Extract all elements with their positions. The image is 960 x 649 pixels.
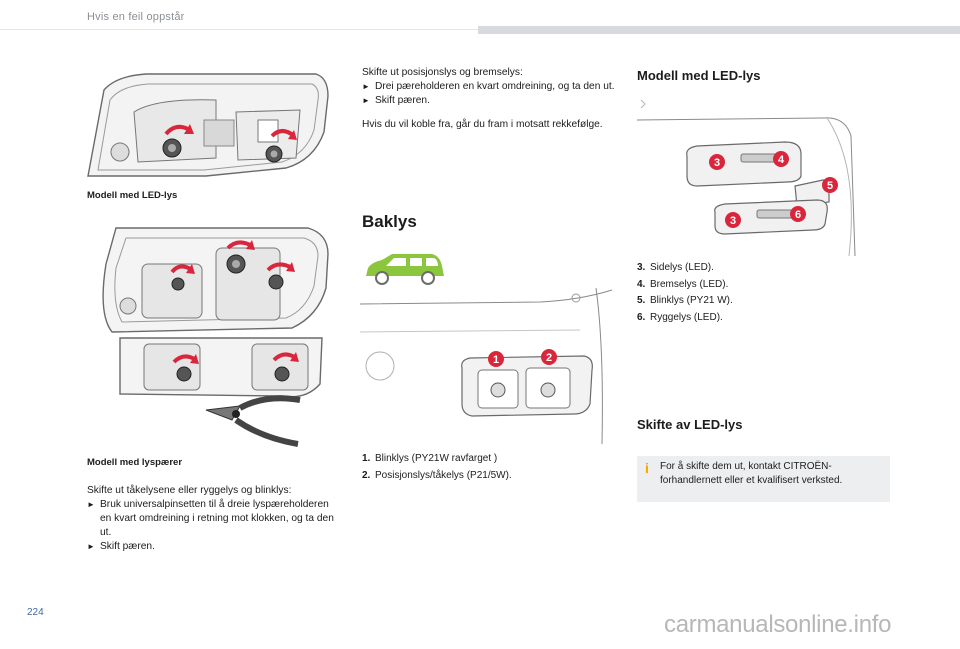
list-item: 6. Ryggelys (LED). <box>637 310 887 327</box>
list-item: 2. Posisjonslys/tåkelys (P21/5W). <box>362 468 612 485</box>
list-number: 4. <box>637 278 646 290</box>
heading-skifte-led: Skifte av LED-lys <box>637 417 743 432</box>
middle-step-2-text: Skift pæren. <box>375 95 430 106</box>
header-bar <box>478 26 960 34</box>
middle-step-1-text: Drei pæreholderen en kvart omdreining, o… <box>375 81 615 92</box>
list-number: 5. <box>637 295 646 306</box>
list-text: Ryggelys (LED). <box>650 311 723 323</box>
marker-badge-4: 4 <box>773 151 789 167</box>
left-step-2-text: Skift pæren. <box>100 541 155 552</box>
marker-label: 1 <box>493 354 499 366</box>
list-number: 1. <box>362 453 371 464</box>
marker-label: 6 <box>795 209 801 221</box>
info-text: For å skifte dem ut, kontakt CITROËN-for… <box>660 461 843 486</box>
middle-step-1: ► Drei pæreholderen en kvart omdreining,… <box>362 80 617 94</box>
middle-legend-list: 1. Blinklys (PY21W ravfarget ) 2. Posisj… <box>362 451 612 484</box>
left-step-1-text: Bruk universalpinsetten til å dreie lysp… <box>100 499 334 538</box>
left-step-2: ► Skift pæren. <box>87 540 342 554</box>
list-number: 6. <box>637 311 646 323</box>
bulb-tail-lamp-figure <box>86 224 331 452</box>
list-item: 4. Bremselys (LED). <box>637 277 887 294</box>
marker-badge-1: 1 <box>488 351 504 367</box>
list-item: 1. Blinklys (PY21W ravfarget ) <box>362 451 612 468</box>
marker-label: 3 <box>730 215 736 227</box>
marker-label: 2 <box>546 352 552 364</box>
watermark: carmanualsonline.info <box>664 611 892 638</box>
middle-step-2: ► Skift pæren. <box>362 94 617 108</box>
page-number: 224 <box>27 607 44 618</box>
left-intro: Skifte ut tåkelysene eller ryggelys og b… <box>87 485 292 496</box>
heading-baklys: Baklys <box>362 212 417 231</box>
marker-label: 5 <box>827 180 833 192</box>
figure-caption-led: Modell med LED-lys <box>87 190 178 201</box>
running-header: Hvis en feil oppstår <box>87 11 185 23</box>
list-text: Blinklys (PY21W ravfarget ) <box>375 453 498 464</box>
left-instructions: Skifte ut tåkelysene eller ryggelys og b… <box>87 484 342 554</box>
marker-badge-2: 2 <box>541 349 557 365</box>
list-text: Blinklys (PY21 W). <box>650 295 733 306</box>
middle-note: Hvis du vil koble fra, går du fram i mot… <box>362 119 603 130</box>
marker-badge-3-bottom: 3 <box>725 212 741 228</box>
marker-label: 3 <box>714 157 720 169</box>
marker-badge-6: 6 <box>790 206 806 222</box>
list-text: Sidelys (LED). <box>650 262 714 273</box>
right-legend-list: 3. Sidelys (LED). 4. Bremselys (LED). 5.… <box>637 260 887 326</box>
car-silhouette-icon <box>362 252 446 288</box>
heading-modell-led: Modell med LED-lys <box>637 68 761 83</box>
header-rule <box>0 29 478 30</box>
list-item: 3. Sidelys (LED). <box>637 260 887 277</box>
list-number: 2. <box>362 469 371 481</box>
info-box <box>637 456 890 502</box>
marker-badge-3-top: 3 <box>709 154 725 170</box>
led-rear-lamp-figure <box>637 96 862 256</box>
list-text: Posisjonslys/tåkelys (P21/5W). <box>375 469 512 481</box>
rear-lamp-figure <box>360 286 615 444</box>
bullet-arrow-icon: ► <box>87 500 95 509</box>
bullet-arrow-icon: ► <box>362 82 370 91</box>
left-step-1: ► Bruk universalpinsetten til å dreie ly… <box>87 498 342 540</box>
bullet-arrow-icon: ► <box>362 96 370 105</box>
list-number: 3. <box>637 262 646 273</box>
bullet-arrow-icon: ► <box>87 542 95 551</box>
led-tail-lamp-figure <box>86 72 331 180</box>
figure-caption-bulbs: Modell med lyspærer <box>87 457 183 468</box>
middle-intro: Skifte ut posisjonslys og bremselys: <box>362 67 523 78</box>
marker-badge-5: 5 <box>822 177 838 193</box>
list-text: Bremselys (LED). <box>650 278 729 290</box>
list-item: 5. Blinklys (PY21 W). <box>637 293 887 310</box>
marker-label: 4 <box>778 154 785 166</box>
middle-instructions: Skifte ut posisjonslys og bremselys: ► D… <box>362 66 617 132</box>
info-icon: i <box>645 460 649 476</box>
